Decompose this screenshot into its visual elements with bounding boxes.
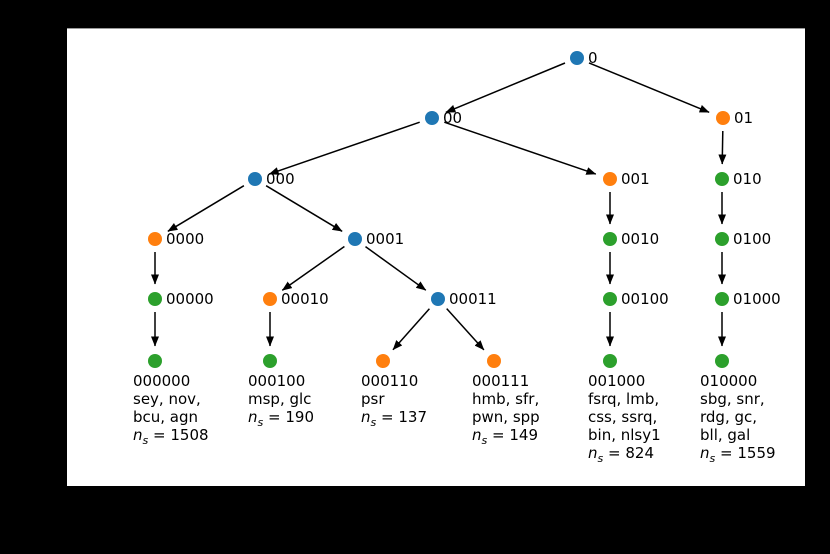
tree-node-0100 (715, 232, 729, 246)
ns-value: 1508 (170, 426, 209, 444)
ns-symbol: n (472, 426, 482, 444)
tree-node-001000 (603, 354, 617, 368)
leaf-sample-count: ns = 1559 (700, 444, 776, 468)
ns-value: 149 (509, 426, 538, 444)
ns-value: 137 (398, 408, 427, 426)
tree-node-000111 (487, 354, 501, 368)
leaf-classes-line: rdg, gc, (700, 408, 758, 426)
ns-subscript: s (709, 452, 716, 465)
equals-sign: = (376, 408, 399, 426)
leaf-code: 000100 (248, 372, 306, 390)
leaf-code: 000111 (472, 372, 530, 390)
tree-node-000 (248, 172, 262, 186)
ns-symbol: n (588, 444, 598, 462)
leaf-sample-count: ns = 824 (588, 444, 661, 468)
tree-node-0000 (148, 232, 162, 246)
node-label-0001: 0001 (366, 230, 405, 248)
ns-subscript: s (597, 452, 604, 465)
leaf-classes-line: psr (361, 390, 385, 408)
equals-sign: = (715, 444, 738, 462)
tree-node-001 (603, 172, 617, 186)
tree-node-0 (570, 51, 584, 65)
equals-sign: = (487, 426, 510, 444)
tree-node-010 (715, 172, 729, 186)
leaf-code: 001000 (588, 372, 646, 390)
leaf-classes-line: hmb, sfr, (472, 390, 540, 408)
leaf-code: 000110 (361, 372, 419, 390)
node-label-0000: 0000 (166, 230, 205, 248)
ns-symbol: n (700, 444, 710, 462)
ns-value: 1559 (737, 444, 776, 462)
equals-sign: = (263, 408, 286, 426)
tree-node-00100 (603, 292, 617, 306)
tree-node-00010 (263, 292, 277, 306)
equals-sign: = (148, 426, 171, 444)
leaf-sample-count: ns = 1508 (133, 426, 209, 450)
tree-node-00 (425, 111, 439, 125)
ns-subscript: s (370, 416, 377, 429)
leaf-sample-count: ns = 190 (248, 408, 314, 432)
equals-sign: = (603, 444, 626, 462)
ns-symbol: n (248, 408, 258, 426)
node-label-0010: 0010 (621, 230, 660, 248)
node-label-00100: 00100 (621, 290, 669, 308)
node-label-010: 010 (733, 170, 762, 188)
node-label-0: 0 (588, 49, 598, 67)
leaf-classes-line: bll, gal (700, 426, 751, 444)
leaf-classes-line: msp, glc (248, 390, 312, 408)
node-label-00010: 00010 (281, 290, 329, 308)
ns-symbol: n (133, 426, 143, 444)
tree-node-000000 (148, 354, 162, 368)
tree-node-01 (716, 111, 730, 125)
tree-node-01000 (715, 292, 729, 306)
node-label-01000: 01000 (733, 290, 781, 308)
node-label-001: 001 (621, 170, 650, 188)
leaf-classes-line: sbg, snr, (700, 390, 765, 408)
leaf-code: 010000 (700, 372, 758, 390)
leaf-classes-line: fsrq, lmb, (588, 390, 660, 408)
leaf-classes-line: pwn, spp (472, 408, 540, 426)
leaf-classes-line: bcu, agn (133, 408, 199, 426)
ns-subscript: s (257, 416, 264, 429)
leaf-classes-line: bin, nlsy1 (588, 426, 661, 444)
ns-subscript: s (481, 434, 488, 447)
leaf-code: 000000 (133, 372, 191, 390)
ns-value: 824 (625, 444, 654, 462)
tree-node-000110 (376, 354, 390, 368)
tree-node-00011 (431, 292, 445, 306)
leaf-sample-count: ns = 149 (472, 426, 540, 450)
node-label-000: 000 (266, 170, 295, 188)
ns-value: 190 (285, 408, 314, 426)
leaf-classes-line: sey, nov, (133, 390, 201, 408)
ns-subscript: s (142, 434, 149, 447)
leaf-sample-count: ns = 137 (361, 408, 427, 432)
tree-node-010000 (715, 354, 729, 368)
node-label-00: 00 (443, 109, 463, 127)
tree-node-0010 (603, 232, 617, 246)
node-label-00011: 00011 (449, 290, 497, 308)
node-label-00000: 00000 (166, 290, 214, 308)
ns-symbol: n (361, 408, 371, 426)
node-label-0100: 0100 (733, 230, 772, 248)
tree-node-0001 (348, 232, 362, 246)
tree-node-00000 (148, 292, 162, 306)
tree-node-000100 (263, 354, 277, 368)
leaf-classes-line: css, ssrq, (588, 408, 658, 426)
node-label-01: 01 (734, 109, 754, 127)
